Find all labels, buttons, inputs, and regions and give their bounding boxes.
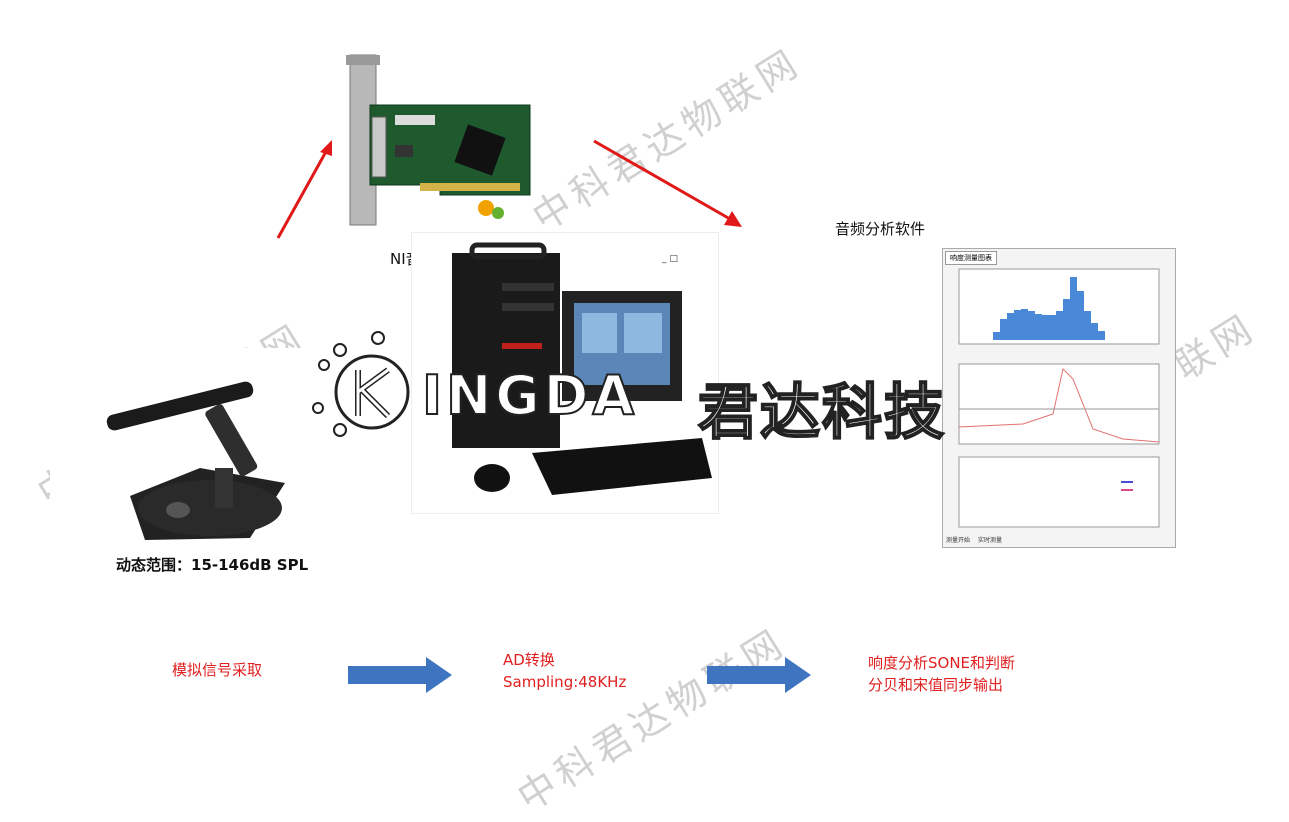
flow-arrow-1: [348, 657, 452, 693]
status-left: 测量开始: [946, 537, 971, 544]
step-2-line2: Sampling:48KHz: [503, 673, 627, 691]
logo-latin-text: INGDA: [421, 363, 639, 428]
software-tab: 响度测量图表: [945, 251, 997, 265]
software-window: 响度测量图表 测量开始 实时测量: [942, 248, 1176, 548]
red-arrow-to-card: [276, 140, 332, 239]
step-2-text: AD转换 Sampling:48KHz: [503, 649, 626, 693]
red-arrow-to-software: [593, 139, 742, 227]
status-bar: 测量开始 实时测量: [943, 535, 1175, 547]
step-2-line1: AD转换: [503, 651, 555, 669]
window-min-text: _ □: [661, 254, 678, 264]
status-right: 实时测量: [977, 537, 1002, 544]
microphone-image: [50, 348, 310, 558]
software-tab-title: 响度测量图表: [950, 254, 992, 262]
step-3-line2: 分贝和宋值同步输出: [868, 676, 1004, 694]
step-3-text: 响度分析SONE和判断 分贝和宋值同步输出: [868, 652, 1015, 696]
computer-image: _ □: [411, 232, 719, 514]
dynamic-range-label: 动态范围：15-146dB SPL: [116, 556, 309, 574]
step-1-line1: 模拟信号采取: [172, 661, 263, 679]
watermark-text: 中科君达物联网: [509, 619, 795, 820]
logo-swirl-icon: [312, 331, 410, 437]
ni-pci-card-image: [290, 25, 615, 240]
logo-cjk-text: 君达科技: [697, 377, 946, 449]
step-1-text: 模拟信号采取: [172, 659, 262, 681]
software-label: 音频分析软件: [835, 220, 926, 238]
step-3-line1: 响度分析SONE和判断: [868, 654, 1016, 672]
kingda-logo: INGDA 君达科技: [310, 330, 990, 449]
flow-arrow-2: [707, 657, 811, 693]
